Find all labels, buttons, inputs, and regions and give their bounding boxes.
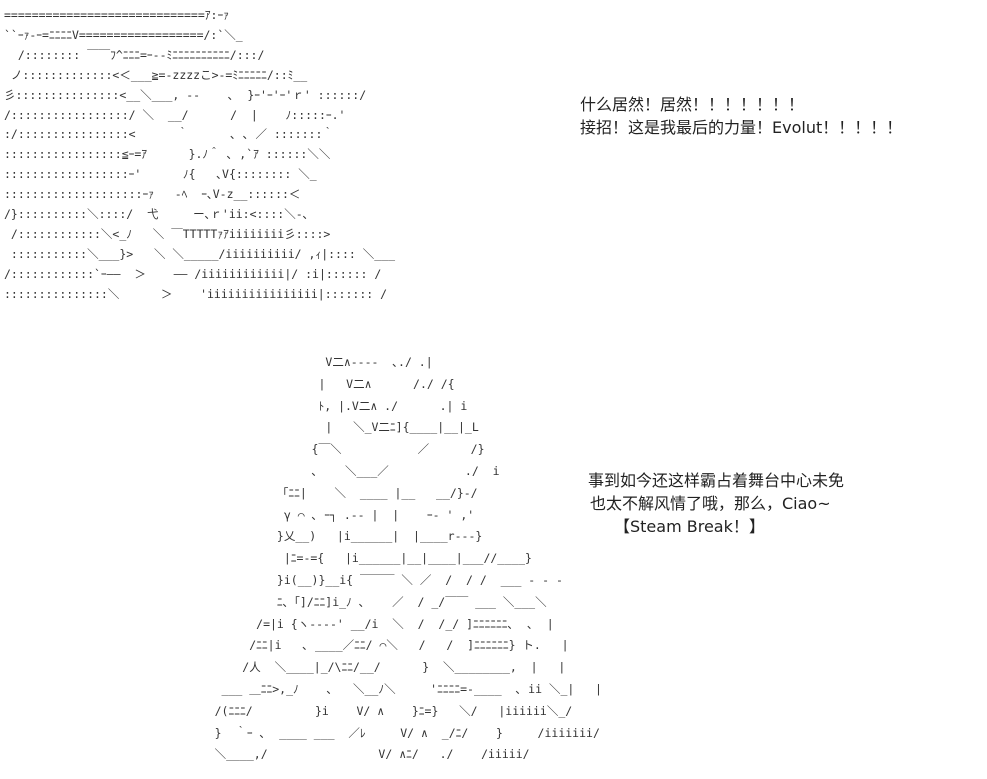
ascii-art-top-line: ::::::::::::::::::ｰ' ﾉ{ ､V{:::::::: ＼_: [4, 167, 317, 182]
speech-text-bottom: 事到如今还这样霸占着舞台中心未免 也太不解风情了哦，那么，Ciao~ 【Stea…: [588, 469, 844, 538]
ascii-art-bottom-line: |ﾆ=-={ |i______|__|____|___//____}: [180, 551, 532, 566]
ascii-art-bottom-line: ﾄ, |.V二∧ ./ .| i: [180, 398, 468, 413]
ascii-art-bottom-line: } ｀ｰ ､ ____ ___ ／ﾚ V/ ∧ _/ﾆ/ } /iiiiiii/: [180, 725, 600, 740]
ascii-art-bottom-line: /人 ＼____|_/\ﾆﾆ/__/ } ＼________, | |: [180, 660, 566, 675]
ascii-art-top-line: :::::::::::＼___}> ＼ ＼_____/iiiiiiiiii/ ,…: [4, 246, 396, 261]
ascii-art-bottom-line: ___ ＿ﾆﾆ>,_ﾉ ､ ＼__ﾉ＼ 'ﾆﾆﾆﾆ=-____ ､ ii ＼_|…: [180, 681, 602, 696]
ascii-art-top-line: ::::::::::::::::::::ｰｧ -ﾍ ｰ､V-z__::::::＜: [4, 187, 301, 202]
speech-bottom-line-2: 也太不解风情了哦，那么，Ciao~: [590, 494, 831, 513]
ascii-art-top-line: :::::::::::::::::≦ｰ=ｱ }.ﾉ＾ ､ ,`ｱ ::::::＼…: [4, 147, 331, 162]
ascii-art-top-line: =============================ｱ:ｰｧ: [4, 8, 229, 22]
speech-bottom-line-1: 事到如今还这样霸占着舞台中心未免: [588, 471, 845, 490]
ascii-art-top-line: :::::::::::::::＼ ＞ 'iiiiiiiiiiiiiiii|:::…: [4, 286, 388, 301]
speech-bottom-line-3: 【Steam Break！】: [614, 517, 765, 536]
ascii-art-top-figure: =============================ｱ:ｰｧ ``ｰｧ-ｰ…: [4, 6, 395, 305]
ascii-art-bottom-line: /(ﾆﾆﾆ/ }i V/ ∧ }ﾆ=} ＼/ |iiiiii＼_/: [180, 703, 573, 718]
ascii-art-bottom-line: | V二∧ /./ /{: [180, 376, 455, 391]
speech-top-line-2: 接招！这是我最后的力量！Evolut！！！！！: [580, 118, 903, 137]
ascii-art-top-line: /::::::::::::`ｰ―― ＞ ―― /iiiiiiiiiiii|/ :…: [4, 266, 382, 281]
ascii-art-top-line: ``ｰｧ-ｰ=ﾆﾆﾆﾆV==================/:`＼_: [4, 27, 243, 42]
ascii-art-top-line: /:::::::::::::::::/ ＼ __/ / | ﾉ:::::ｰ.': [4, 107, 346, 122]
ascii-art-bottom-figure: V二∧---- ､./ .| | V二∧ /./ /{ ﾄ, |.V二∧ ./ …: [180, 352, 602, 766]
ascii-art-bottom-line: | ＼_V二ﾆ]{____|__|_L: [180, 420, 479, 435]
ascii-art-bottom-line: γ ⌒ ､ ｰ┐ .-- | | ｰ- ' ,': [180, 507, 475, 522]
ascii-art-top-line: /::::::::::::＼<_ﾉ ＼ ￣TTTTTｧｱiiiiiiii彡:::…: [4, 226, 331, 241]
ascii-art-bottom-line: ､ ＼___／ ./ i: [180, 463, 500, 478]
ascii-art-bottom-line: {￣＼ ／ /}: [180, 442, 485, 457]
speech-top-line-1: 什么居然！居然！！！！！！！: [580, 95, 805, 114]
ascii-art-top-line: 彡:::::::::::::::<__＼___, -‐ ､ }ｰ'ｰ'ｰ'ｒ' …: [4, 87, 367, 102]
ascii-art-top-line: ノ:::::::::::::<＜___≧=-zzzzこ>-=ﾐﾆﾆﾆﾆﾆ/::ﾐ…: [4, 67, 308, 82]
ascii-art-bottom-line: /ﾆﾆ|i ､ ____／ﾆﾆ/ ⌒＼ / / ]ﾆﾆﾆﾆﾆﾆ} ト. |: [180, 638, 569, 653]
ascii-art-bottom-line: ﾆ､「]/ﾆﾆ]i_ﾉ ､ ／ / _/￣￣ ___ ＼___＼: [180, 594, 547, 609]
ascii-art-bottom-line: 「ﾆﾆ| ＼ ____ |__ __/}-/: [180, 485, 478, 500]
ascii-art-top-line: /:::::::: ￣￣ﾌ^ﾆﾆﾆ=ｰ--ﾐﾆﾆﾆﾆﾆﾆﾆﾆﾆﾆ/:::/: [4, 47, 265, 62]
ascii-art-top-line: :/::::::::::::::::< ｀ ､ ､ ／ :::::::｀: [4, 127, 334, 142]
ascii-art-bottom-line: V二∧---- ､./ .|: [180, 355, 433, 369]
ascii-art-bottom-line: /=|i {ヽ----' __/i ＼ / /_/ ]ﾆﾆﾆﾆﾆﾆ､ ､ |: [180, 616, 554, 631]
ascii-art-bottom-line: }乂__) |i______| |____r---}: [180, 529, 483, 544]
speech-text-top: 什么居然！居然！！！！！！！ 接招！这是我最后的力量！Evolut！！！！！: [580, 93, 902, 139]
ascii-art-top-line: /}::::::::::＼::::/ 弋 ー､ｒ'ii:<::::＼-､: [4, 207, 309, 222]
ascii-art-bottom-line: }i(__)}__i{ ￣￣￣ ＼ ／ / / / ___ - - -: [180, 572, 563, 587]
ascii-art-bottom-line: ＼____,/ V/ ∧ﾆ/ ./ /iiiii/: [180, 747, 530, 762]
